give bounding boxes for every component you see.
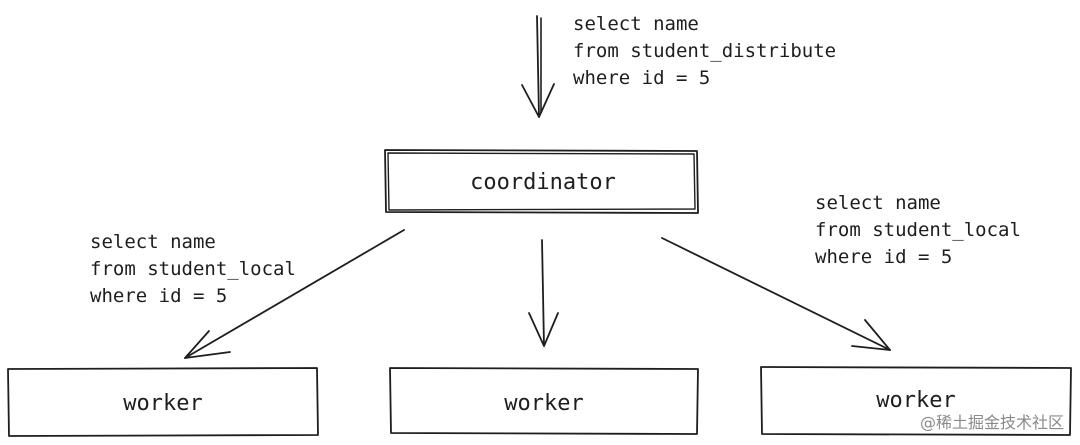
incoming-query-line-3: where id = 5 — [573, 67, 710, 89]
right-query-text: select name from student_local where id … — [815, 192, 1021, 268]
worker-box-right: worker — [760, 366, 1072, 436]
left-query-line-1: select name — [90, 231, 216, 253]
right-query-line-3: where id = 5 — [815, 246, 952, 268]
incoming-query-line-2: from student_distribute — [573, 40, 836, 62]
coordinator-label: coordinator — [470, 170, 616, 195]
incoming-query-line-1: select name — [573, 13, 699, 35]
incoming-query-text: select name from student_distribute wher… — [573, 13, 836, 89]
incoming-arrow — [521, 15, 555, 118]
left-query-text: select name from student_local where id … — [90, 231, 296, 307]
arrow-to-right-worker — [661, 237, 891, 351]
left-query-line-3: where id = 5 — [90, 285, 227, 307]
worker-box-middle: worker — [389, 367, 699, 435]
worker-label-middle: worker — [504, 391, 583, 416]
watermark: @稀土掘金技术社区 — [920, 413, 1064, 432]
right-query-line-1: select name — [815, 192, 941, 214]
coordinator-box: coordinator — [384, 149, 699, 214]
right-query-line-2: from student_local — [815, 219, 1021, 241]
worker-label-right: worker — [876, 388, 955, 413]
worker-label-left: worker — [123, 391, 202, 416]
arrow-to-left-worker — [184, 229, 405, 359]
arrow-to-middle-worker — [528, 239, 559, 347]
left-query-line-2: from student_local — [90, 258, 296, 280]
worker-box-left: worker — [7, 367, 319, 437]
